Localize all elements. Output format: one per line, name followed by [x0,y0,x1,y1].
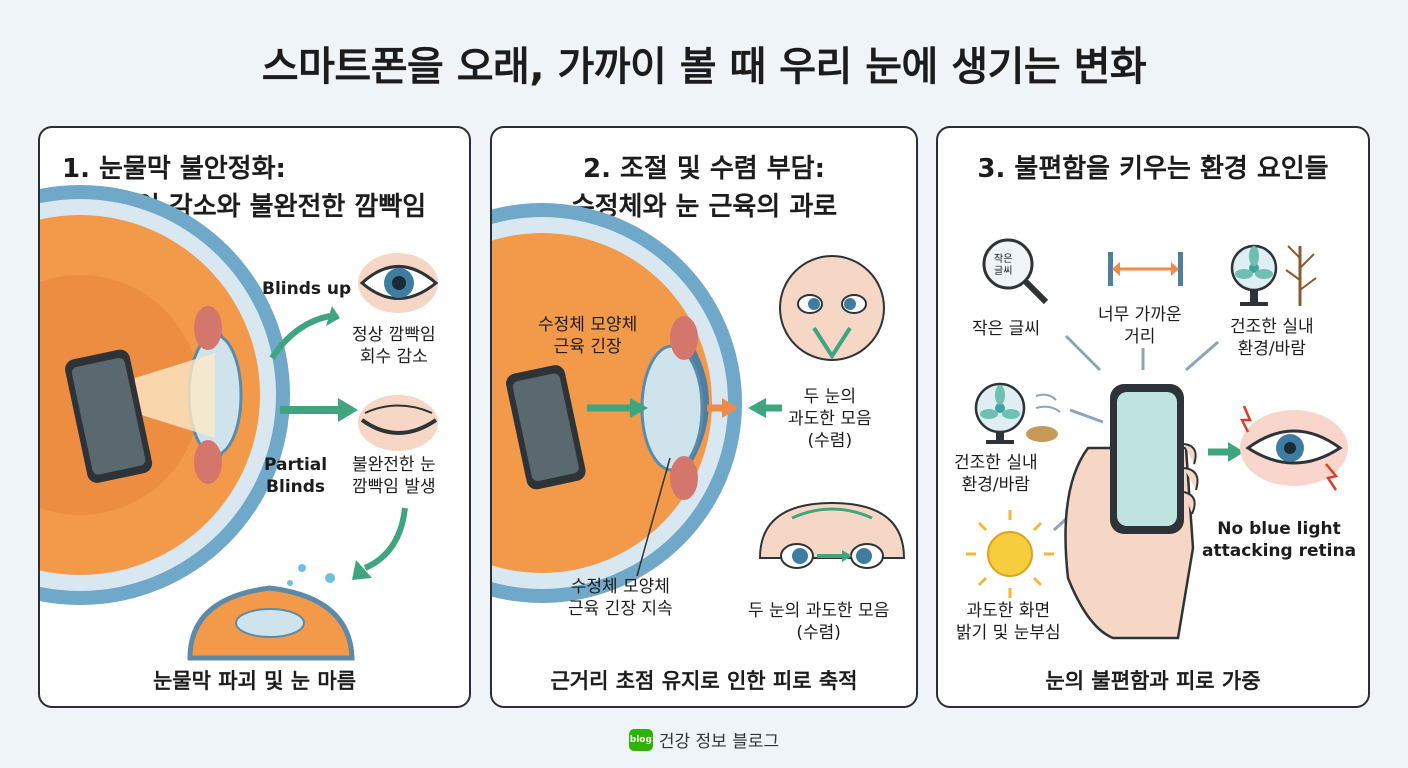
dry-plant-icon [1285,245,1317,306]
small-text-label: 작은 글씨 [972,319,1040,339]
magnifier-icon [982,238,1049,305]
hand-holding-phone-icon [1064,384,1199,640]
fan-icon [974,382,1061,444]
panel2-title-line1: 2. 조절 및 수렴 부담: [582,154,825,184]
sun-icon [966,510,1054,598]
panel1-illustration [40,185,439,661]
eyes-converging-strain-icon [758,501,906,569]
panel3-title: 3. 불편함을 키우는 환경 요인들 [977,154,1329,184]
blog-icon: blog [628,728,653,751]
open-eye-icon [358,253,439,313]
irritated-eye-icon [1239,405,1348,491]
smartphone-icon [506,365,586,490]
panel3-caption: 눈의 불편함과 피로 가중 [1045,669,1261,693]
panel2-illustration [492,203,906,603]
convergence-bottom-label: 두 눈의 과도한 모음(수렴) [748,601,890,643]
page-title: 스마트폰을 오래, 가까이 볼 때 우리 눈에 생기는 변화 [261,44,1147,90]
converging-eyes-face-icon [779,255,885,361]
pointer-line [636,457,671,577]
panel-accommodation: 2. 조절 및 수렴 부담: 수정체와 눈 근육의 과로 [490,126,918,708]
panel1-caption: 눈물막 파괴 및 눈 마름 [152,669,357,693]
blinds-up-label: Blinds up [262,279,352,299]
panel-tear-film: 1. 눈물막 불안정화: 깜빡임 감소와 불완전한 깜빡임 [38,126,471,708]
dry-eye-cross-section-icon [187,564,355,661]
distance-icon [1108,252,1183,286]
footer-text: 건강 정보 블로그 [658,732,780,752]
smartphone-icon [65,349,153,483]
half-closed-eye-icon [358,395,438,451]
fan-icon [1230,244,1278,306]
panel3-illustration [966,238,1348,640]
arrow-down-left-icon [363,507,408,571]
panel-environment: 3. 불편함을 키우는 환경 요인들 [936,126,1370,708]
panel1-title-line1: 1. 눈물막 불안정화: [62,154,286,184]
panel2-caption: 근거리 초점 유지로 인한 피로 축적 [550,669,858,693]
eye-cross-section-icon [492,203,742,603]
arrow-up-right-icon [269,313,331,360]
